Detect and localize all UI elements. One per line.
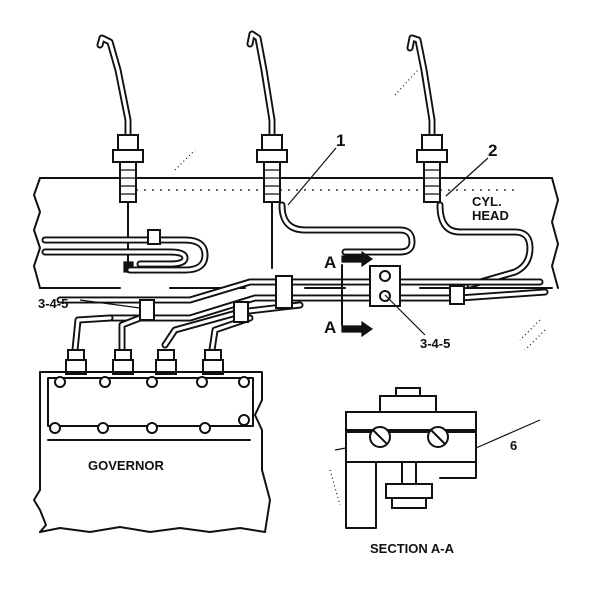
callouts: 1 2 CYL. HEAD 3-4-5 3-4-5	[38, 131, 509, 351]
pump-fittings	[65, 349, 224, 375]
injector-line-center	[246, 30, 288, 269]
main-fuel-lines	[56, 278, 549, 354]
section-a-top-label: A	[324, 253, 336, 272]
governor-housing: GOVERNOR	[33, 371, 271, 533]
section-arrows: A A	[324, 250, 374, 338]
fuel-line-loops	[41, 201, 534, 289]
governor-label: GOVERNOR	[88, 458, 164, 473]
section-a-bottom-label: A	[324, 318, 336, 337]
callout-1: 1	[336, 131, 345, 150]
callout-2: 2	[488, 141, 497, 160]
injector-line-left	[96, 34, 144, 273]
decorative-hatching	[174, 69, 546, 506]
clamp-callout-right: 3-4-5	[420, 336, 450, 351]
section-title: SECTION A-A	[370, 541, 455, 556]
line-clamps	[139, 229, 465, 323]
section-callout: 6	[510, 438, 517, 453]
injector-line-right	[406, 34, 448, 203]
section-detail: 6 SECTION A-A	[334, 387, 541, 556]
cyl-head-line1: CYL.	[472, 194, 502, 209]
cyl-head-line2: HEAD	[472, 208, 509, 223]
clamp-callout-left: 3-4-5	[38, 296, 68, 311]
